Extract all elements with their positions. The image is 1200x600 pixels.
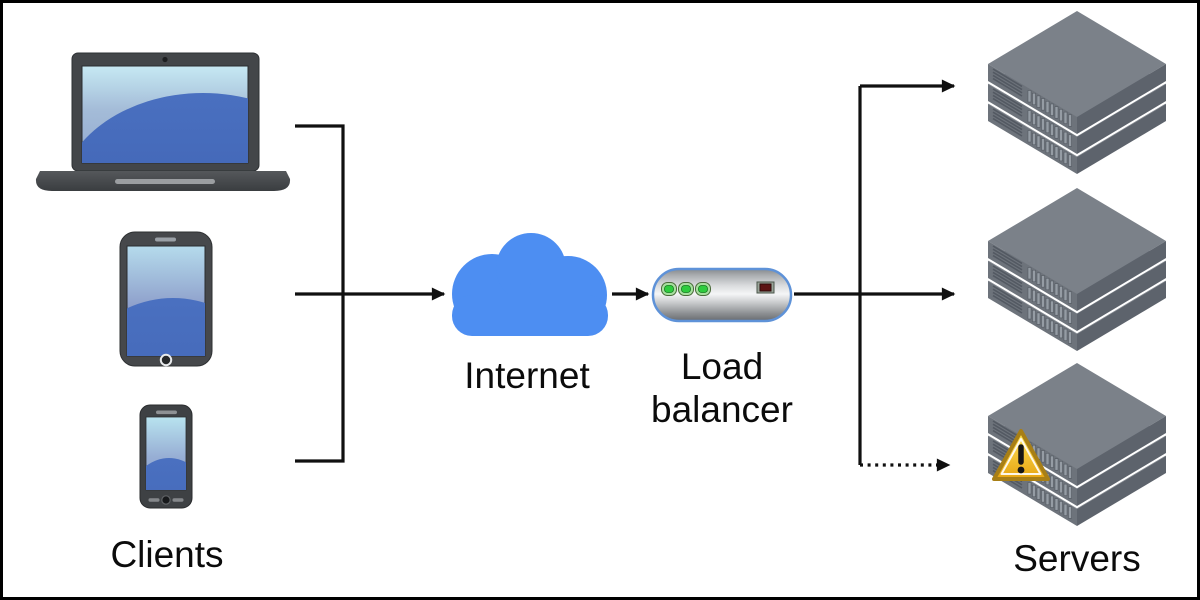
server-stack-icon-2 (986, 186, 1168, 353)
smartphone-icon (139, 404, 193, 509)
cloud-icon (452, 233, 608, 336)
internet-label: Internet (464, 355, 590, 396)
tablet-icon (119, 231, 213, 367)
diagram-graphics (35, 9, 1168, 528)
port-module (756, 281, 775, 294)
server-stack-icon-1 (986, 9, 1168, 176)
servers-label: Servers (1013, 538, 1141, 579)
load-balancer-label-line1: Load (680, 346, 764, 387)
warning-triangle-icon (992, 429, 1050, 481)
tablet-camera-slot (155, 237, 176, 242)
led-lights (661, 282, 711, 296)
phone-home-button (161, 495, 171, 505)
load-balancer-label-line2: balancer (651, 389, 793, 430)
laptop-icon (35, 52, 291, 191)
clients-label: Clients (110, 534, 224, 575)
load-balancer-appliance-icon (651, 267, 793, 323)
laptop-slot (115, 179, 215, 184)
phone-speaker (156, 410, 177, 415)
edge-lines (295, 79, 956, 472)
webcam-dot (162, 56, 168, 63)
tablet-home-button (159, 353, 173, 367)
